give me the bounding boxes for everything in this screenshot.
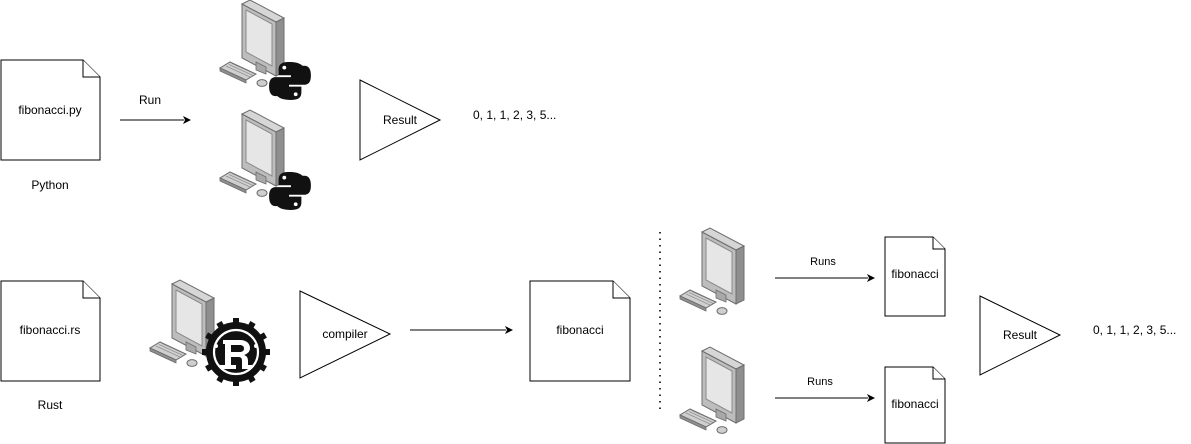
rust-caption: Rust bbox=[38, 398, 63, 412]
rust-row: fibonacci.rs Rust bbox=[0, 227, 1176, 444]
python-file-shape bbox=[0, 59, 101, 161]
compiler-shape bbox=[299, 290, 392, 379]
runs-file-label-2: fibonacci bbox=[891, 397, 938, 411]
compiler-label: compiler bbox=[322, 327, 367, 341]
runs-file-label-1: fibonacci bbox=[891, 267, 938, 281]
python-result-label: Result bbox=[383, 113, 418, 127]
rust-logo-icon bbox=[202, 318, 270, 386]
desktop-computer-icon bbox=[219, 0, 285, 87]
binary-file-label: fibonacci bbox=[556, 323, 603, 337]
runs-file-shape-2 bbox=[884, 366, 946, 444]
python-caption: Python bbox=[31, 178, 68, 192]
python-output: 0, 1, 1, 2, 3, 5... bbox=[473, 108, 556, 122]
python-file-label: fibonacci.py bbox=[18, 103, 81, 117]
binary-file-shape bbox=[529, 280, 631, 382]
desktop-computer-icon bbox=[219, 109, 285, 197]
runs-label-1: Runs bbox=[810, 256, 836, 268]
runs-file-shape-1 bbox=[884, 236, 946, 317]
rust-result-shape bbox=[979, 295, 1062, 376]
python-row: fibonacci.py Python Run Result 0, 1, 1, … bbox=[0, 0, 556, 210]
python-result-shape bbox=[359, 79, 442, 161]
rust-output: 0, 1, 1, 2, 3, 5... bbox=[1093, 323, 1176, 337]
runs-label-2: Runs bbox=[807, 376, 833, 388]
desktop-computer-icon bbox=[679, 346, 745, 434]
rust-file-label: fibonacci.rs bbox=[20, 323, 81, 337]
rust-file-shape bbox=[0, 280, 101, 382]
desktop-computer-icon bbox=[679, 227, 745, 315]
rust-result-label: Result bbox=[1003, 328, 1038, 342]
run-label: Run bbox=[139, 93, 161, 107]
